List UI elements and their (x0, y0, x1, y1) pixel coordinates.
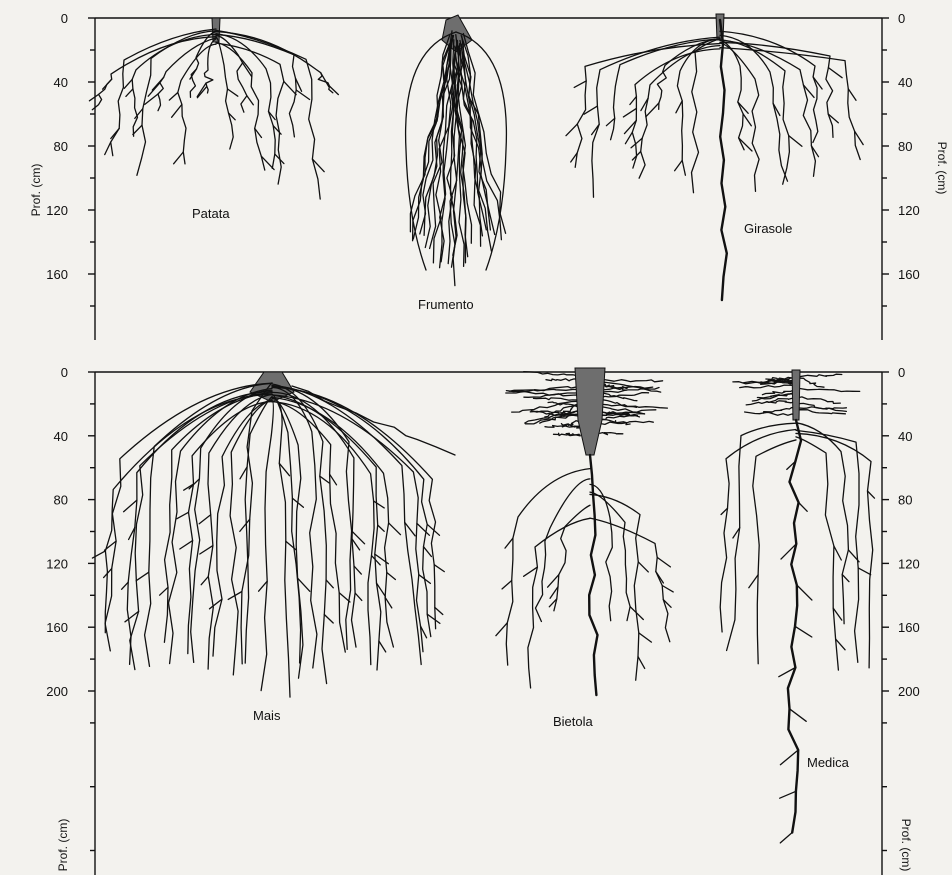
bottom-right-tick-label: 0 (898, 365, 905, 380)
medica-crown (792, 370, 800, 420)
bottom-right-tick-label: 80 (898, 493, 912, 508)
top-left-tick-label: 0 (61, 11, 68, 26)
bottom-left-tick-label: 120 (46, 556, 68, 571)
label-patata: Patata (192, 206, 230, 221)
top-right-tick-label: 160 (898, 267, 920, 282)
bottom-left-tick-label: 40 (54, 429, 68, 444)
top-left-tick-label: 40 (54, 75, 68, 90)
top-left-tick-label: 120 (46, 203, 68, 218)
top-right-tick-label: 40 (898, 75, 912, 90)
bottom-left-axis-title: Prof. (cm) (56, 819, 70, 872)
label-frumento: Frumento (418, 297, 474, 312)
bottom-right-tick-label: 200 (898, 684, 920, 699)
label-medica: Medica (807, 755, 850, 770)
bottom-right-tick-label: 40 (898, 429, 912, 444)
top-left-tick-label: 80 (54, 139, 68, 154)
bottom-left-tick-label: 160 (46, 620, 68, 635)
top-left-tick-label: 160 (46, 267, 68, 282)
bottom-right-tick-label: 120 (898, 556, 920, 571)
bottom-left-tick-label: 0 (61, 365, 68, 380)
top-left-axis-title: Prof. (cm) (29, 164, 43, 217)
top-right-axis-title: Prof. (cm) (935, 142, 949, 195)
label-bietola: Bietola (553, 714, 594, 729)
top-right-tick-label: 0 (898, 11, 905, 26)
label-girasole: Girasole (744, 221, 792, 236)
bottom-left-tick-label: 200 (46, 684, 68, 699)
bottom-left-tick-label: 80 (54, 493, 68, 508)
top-right-tick-label: 120 (898, 203, 920, 218)
bottom-right-axis-title: Prof. (cm) (899, 819, 913, 872)
top-right-tick-label: 80 (898, 139, 912, 154)
bottom-right-tick-label: 160 (898, 620, 920, 635)
label-mais: Mais (253, 708, 281, 723)
